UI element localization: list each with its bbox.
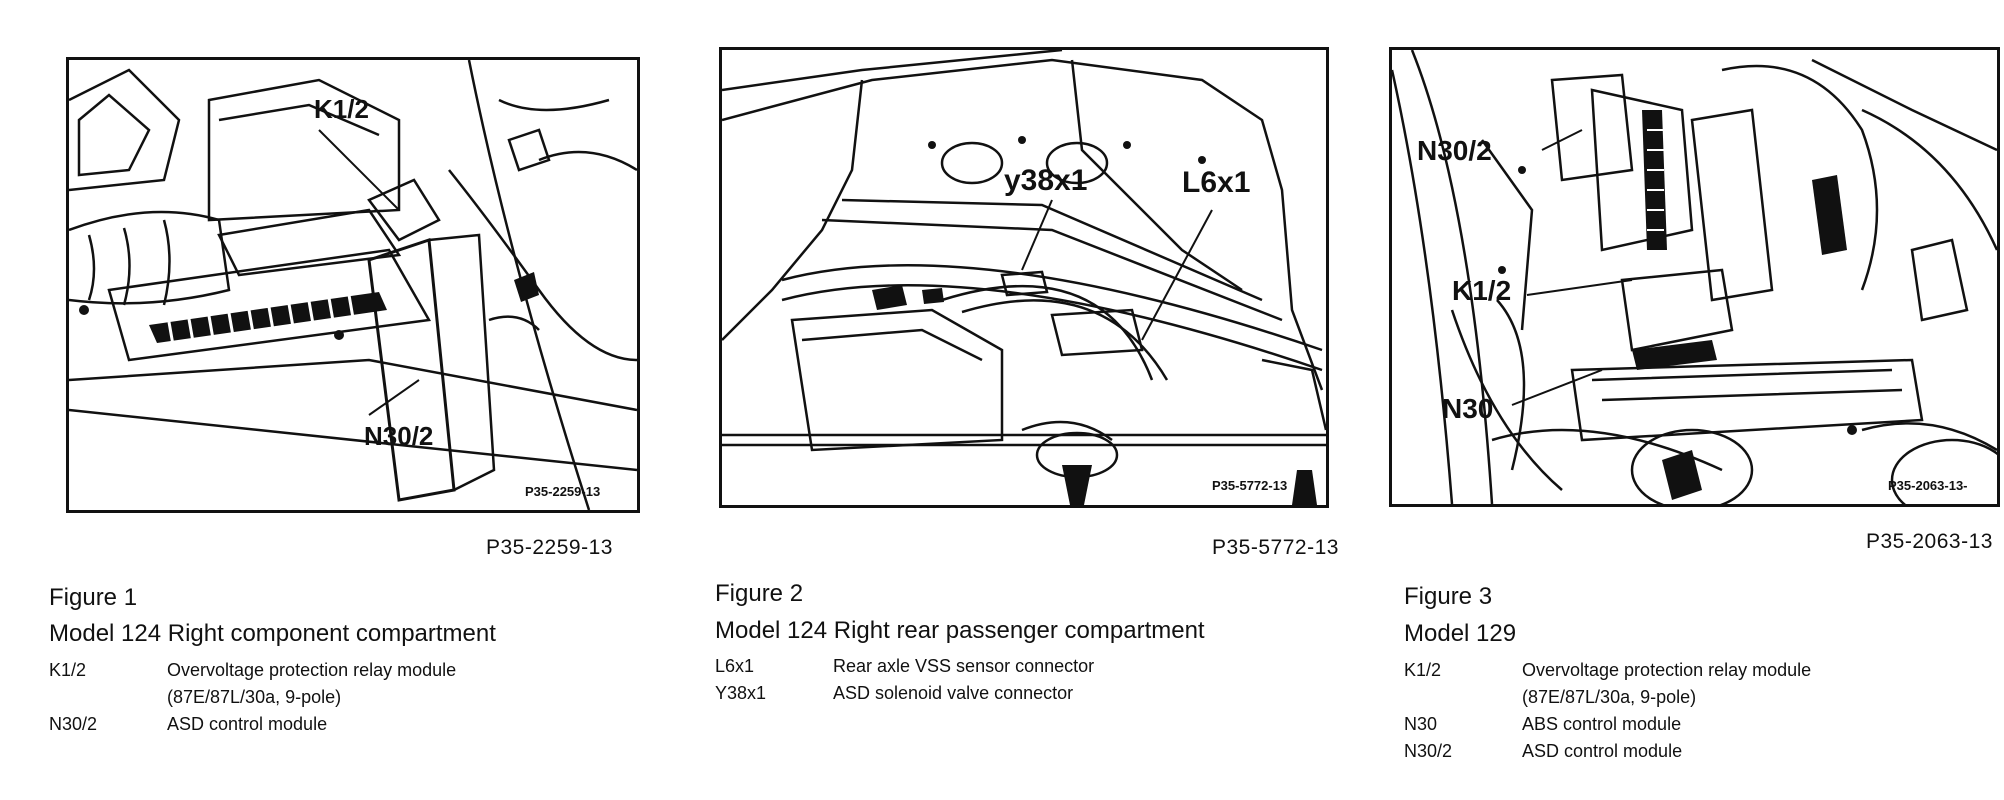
figure-3-image-code: P35-2063-13 [1866, 530, 1993, 553]
figure-3-illustration: N30/2 K1/2 N30 P35-2063-13- [1389, 47, 2000, 507]
figure-1-inner-code: P35-2259-13 [525, 484, 600, 499]
legend-row: N30/2 ASD control module [49, 711, 609, 738]
legend-description: ASD control module [167, 714, 328, 734]
callout-k1-2: K1/2 [314, 94, 369, 124]
callout-n30: N30 [1442, 393, 1493, 424]
legend-description: ABS control module [1522, 714, 1682, 734]
legend-code: L6x1 [715, 656, 755, 676]
figure-2-illustration: y38x1 L6x1 P35-5772-13 [719, 47, 1329, 508]
figure-3-number: Figure 3 [1404, 583, 1493, 610]
legend-code: N30 [1404, 714, 1438, 734]
callout-n30-2: N30/2 [364, 421, 433, 451]
model-129-compartment-drawing: N30/2 K1/2 N30 P35-2063-13- [1392, 50, 1997, 504]
legend-row: L6x1 Rear axle VSS sensor connector [715, 653, 1315, 680]
legend-row: Y38x1 ASD solenoid valve connector [715, 680, 1315, 707]
legend-code: N30/2 [49, 714, 98, 734]
figure-2-legend: L6x1 Rear axle VSS sensor connector Y38x… [715, 653, 1315, 707]
figure-1-image-code: P35-2259-13 [486, 536, 613, 559]
legend-description: Overvoltage protection relay module (87E… [1522, 660, 1812, 707]
callout-l6x1: L6x1 [1182, 166, 1250, 199]
legend-row: K1/2 Overvoltage protection relay module… [1404, 657, 1994, 711]
figure-2-image-code: P35-5772-13 [1212, 536, 1339, 559]
figure-1-number: Figure 1 [49, 584, 138, 611]
engine-compartment-drawing: K1/2 N30/2 P35-2259-13 [69, 60, 637, 510]
callout-k1-2: K1/2 [1452, 275, 1511, 306]
figure-1-illustration: K1/2 N30/2 P35-2259-13 [66, 57, 640, 513]
legend-code: Y38x1 [715, 683, 767, 703]
figure-3-inner-code: P35-2063-13- [1888, 478, 1968, 493]
figure-1-legend: K1/2 Overvoltage protection relay module… [49, 657, 609, 738]
figure-3-caption: Model 129 [1404, 620, 1517, 647]
legend-row: N30/2 ASD control module [1404, 738, 1994, 765]
legend-row: N30 ABS control module [1404, 711, 1994, 738]
callout-y38x1: y38x1 [1004, 164, 1087, 197]
legend-row: K1/2 Overvoltage protection relay module… [49, 657, 609, 711]
figure-2-inner-code: P35-5772-13 [1212, 478, 1287, 493]
callout-n30-2: N30/2 [1417, 135, 1492, 166]
passenger-compartment-drawing: y38x1 L6x1 P35-5772-13 [722, 50, 1326, 505]
figure-2-number: Figure 2 [715, 580, 804, 607]
figure-3-legend: K1/2 Overvoltage protection relay module… [1404, 657, 1994, 765]
figure-2-caption: Model 124 Right rear passenger compartme… [715, 617, 1205, 644]
legend-description: Rear axle VSS sensor connector [833, 656, 1095, 676]
legend-description: ASD solenoid valve connector [833, 683, 1074, 703]
legend-description: Overvoltage protection relay module (87E… [167, 660, 457, 707]
legend-code: K1/2 [1404, 660, 1442, 680]
figure-1-caption: Model 124 Right component compartment [49, 620, 496, 647]
legend-description: ASD control module [1522, 741, 1683, 761]
legend-code: K1/2 [49, 660, 87, 680]
legend-code: N30/2 [1404, 741, 1453, 761]
